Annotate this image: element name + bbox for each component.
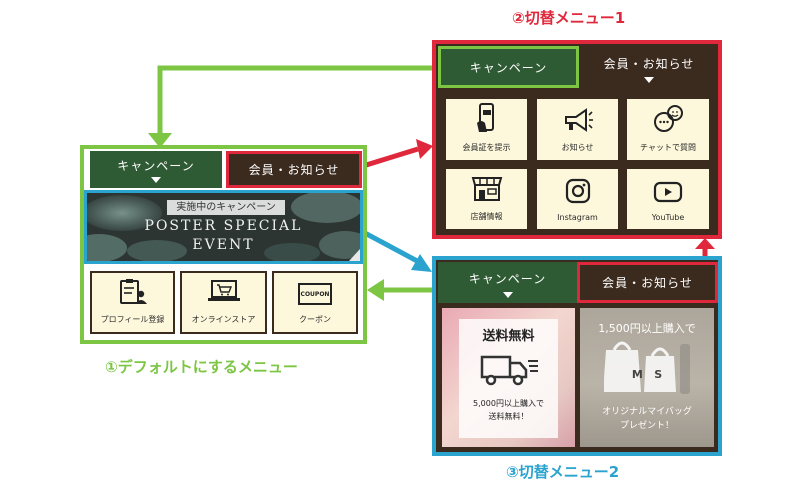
- red-arrowhead-up: [695, 238, 715, 249]
- tile-news-label: お知らせ: [561, 143, 594, 152]
- tile-coupon[interactable]: COUPON クーポン: [272, 271, 358, 334]
- free-shipping-caption-1: 5,000円以上購入で: [473, 399, 544, 408]
- coupon-icon: COUPON: [298, 283, 332, 305]
- free-shipping-caption-2: 送料無料！: [488, 412, 529, 421]
- clipboard-user-icon: [119, 279, 147, 304]
- banner-badge: 実施中のキャンペーン: [167, 200, 285, 215]
- tile-instagram-label: Instagram: [557, 213, 598, 222]
- tile-store-info[interactable]: 店舗情報: [444, 167, 529, 231]
- red-arrow-to-switch1: [362, 146, 419, 169]
- tile-online-store[interactable]: オンラインストア: [180, 271, 267, 334]
- tab-campaign[interactable]: キャンペーン: [438, 46, 579, 88]
- bag-title: 1,500円以上購入で: [598, 322, 696, 335]
- delivery-truck-icon: [480, 355, 538, 386]
- caption-default-menu: ①デフォルトにするメニュー: [105, 358, 298, 376]
- tile-show-member-card-label: 会員証を提示: [462, 143, 511, 152]
- switch-menu-2: キャンペーン 会員・お知らせ 送料無料 5,000円以上購入で 送料無料！: [432, 256, 722, 456]
- original-bag-card[interactable]: M S 1,500円以上購入で オリジナルマイバッグ プレゼント！: [580, 308, 714, 447]
- shopping-bags-photo: [604, 341, 690, 394]
- tab-campaign-active[interactable]: キャンペーン: [90, 151, 222, 188]
- bag-caption-1: オリジナルマイバッグ: [602, 407, 692, 417]
- tab-campaign-label: キャンペーン: [117, 159, 195, 173]
- tile-news[interactable]: お知らせ: [535, 97, 620, 162]
- banner-title-line2: EVENT: [192, 237, 255, 253]
- free-shipping-card[interactable]: 送料無料 5,000円以上購入で 送料無料！: [442, 308, 575, 447]
- tile-profile-registration[interactable]: プロフィール登録: [90, 271, 175, 334]
- red-arrowhead-right: [416, 139, 433, 159]
- tile-coupon-label: クーポン: [299, 315, 331, 324]
- tile-store-info-label: 店舗情報: [470, 212, 503, 221]
- tab-member-news-label: 会員・お知らせ: [603, 56, 695, 71]
- blue-arrow-to-switch2: [361, 229, 421, 265]
- banner-title-line1: POSTER SPECIAL: [144, 218, 303, 234]
- tile-chat-question-label: チャットで質問: [640, 143, 696, 152]
- caption-switch-menu-2: ③切替メニュー2: [506, 463, 620, 481]
- caret-down-icon: [502, 292, 513, 298]
- tab-member-news-label: 会員・お知らせ: [602, 276, 693, 290]
- megaphone-icon: [564, 108, 593, 132]
- tab-member-news-label: 会員・お知らせ: [248, 163, 340, 177]
- green-arrowhead-left: [367, 279, 384, 301]
- instagram-icon: [565, 178, 590, 204]
- campaign-banner[interactable]: 実施中のキャンペーン POSTER SPECIAL EVENT: [84, 190, 363, 264]
- bag-caption-2: プレゼント！: [619, 421, 674, 431]
- laptop-cart-icon: [207, 280, 240, 301]
- green-arrow-to-default: [157, 65, 437, 136]
- tile-chat-question[interactable]: チャットで質問: [625, 97, 711, 162]
- tab-member-news[interactable]: 会員・お知らせ: [577, 262, 718, 303]
- free-shipping-panel: [459, 319, 558, 438]
- bag-letters: M S: [631, 368, 663, 381]
- tab-member-news-active[interactable]: 会員・お知らせ: [580, 46, 718, 88]
- caret-down-icon: [151, 177, 161, 183]
- tab-member-news[interactable]: 会員・お知らせ: [226, 151, 362, 188]
- tile-profile-registration-label: プロフィール登録: [100, 315, 165, 324]
- tile-online-store-label: オンラインストア: [191, 315, 256, 324]
- tile-instagram[interactable]: Instagram: [535, 167, 620, 231]
- phone-card-icon: [476, 103, 494, 132]
- blue-arrowhead-right: [411, 254, 432, 272]
- tile-youtube[interactable]: YouTube: [625, 167, 711, 231]
- tab-campaign[interactable]: キャンペーン: [438, 262, 577, 303]
- caret-down-icon: [644, 77, 654, 83]
- caption-switch-menu-1: ②切替メニュー1: [512, 9, 626, 27]
- tile-show-member-card[interactable]: 会員証を提示: [444, 97, 529, 162]
- chat-bubbles-icon: [654, 105, 683, 132]
- free-shipping-title: 送料無料: [482, 329, 535, 344]
- switch-menu-1: キャンペーン 会員・お知らせ 会員証を提示 お知らせ: [432, 40, 722, 239]
- tab-campaign-label: キャンペーン: [469, 60, 548, 75]
- coupon-icon-text: COUPON: [300, 290, 330, 298]
- tile-youtube-label: YouTube: [651, 213, 685, 222]
- youtube-icon: [653, 181, 683, 203]
- storefront-icon: [471, 177, 502, 201]
- green-arrowhead-down: [148, 133, 172, 148]
- tab-campaign-label: キャンペーン: [468, 272, 547, 286]
- default-menu: キャンペーン 会員・お知らせ 実施中のキャンペーン POSTER SPECIAL…: [80, 145, 367, 344]
